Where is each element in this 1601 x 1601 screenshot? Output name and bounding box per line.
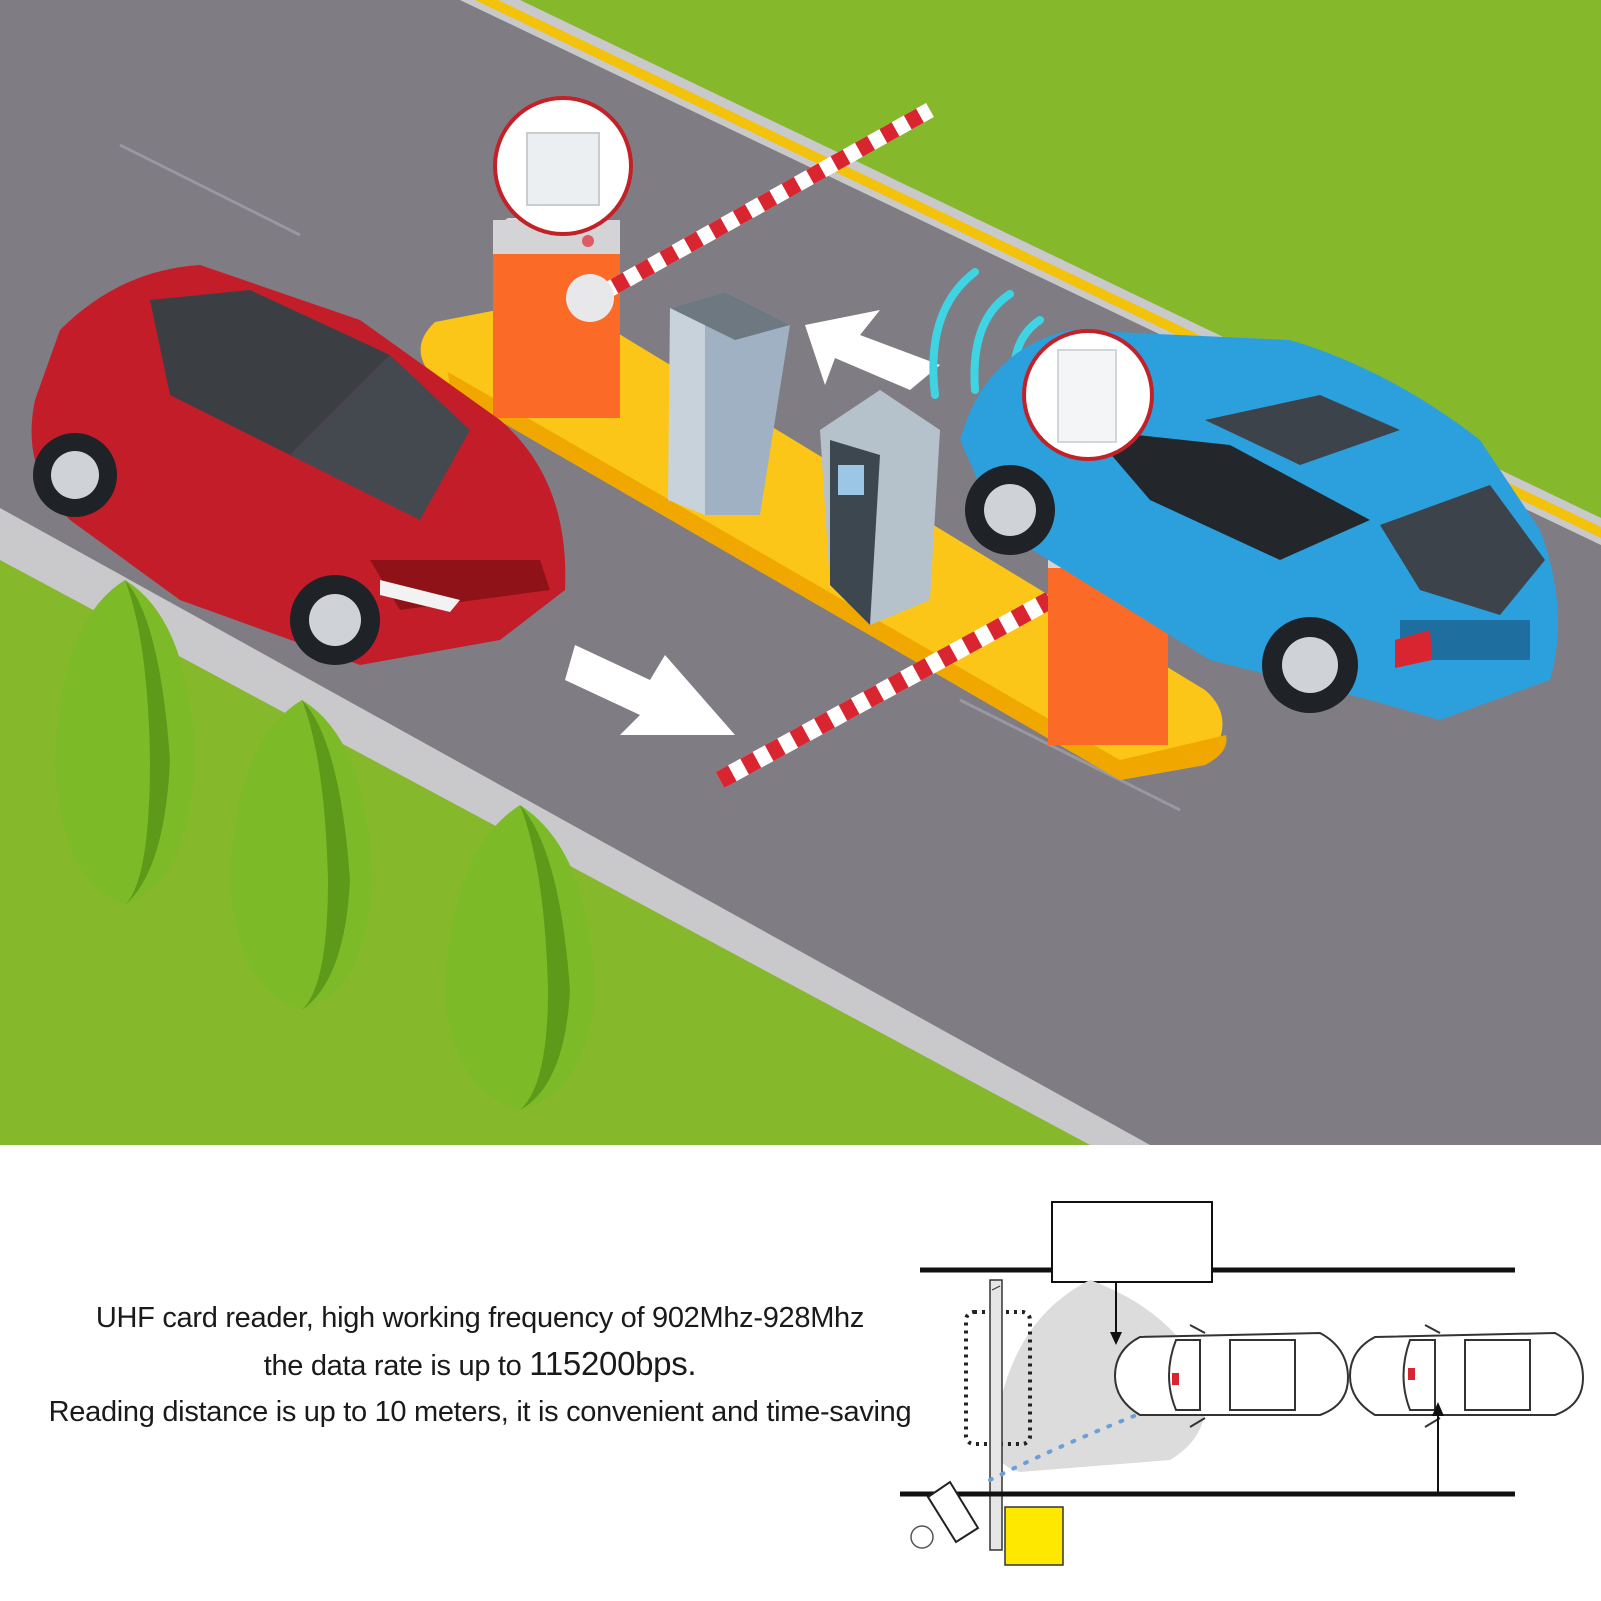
gate-platform [420, 298, 1223, 780]
barrier-arm [989, 1279, 1003, 1551]
tree-icon [55, 580, 195, 905]
yellow-control-box [1004, 1506, 1064, 1566]
reader-box [1051, 1201, 1213, 1283]
caption-data-rate-prefix: the data rate is up to [263, 1350, 530, 1382]
uhf-reader-icon [1022, 329, 1154, 461]
arrow-icon [805, 310, 940, 390]
tree-icon [445, 805, 595, 1110]
caption-data-rate: the data rate is up to 115200bps. [10, 1341, 950, 1389]
car-icon [1113, 1324, 1350, 1428]
lane-markings [119, 143, 1181, 812]
tree-icon [230, 700, 372, 1010]
caption-frequency: UHF card reader, high working frequency … [95, 1302, 865, 1334]
caption-reading-distance: Reading distance is up to 10 meters, it … [48, 1396, 912, 1428]
arrow-icon [565, 645, 735, 735]
down-arrow-icon [1110, 1332, 1122, 1345]
read-zone [994, 1280, 1206, 1472]
payment-machine [820, 390, 940, 625]
uhf-reader-icon [493, 96, 633, 236]
gate-machine [926, 1480, 980, 1544]
bottom-curb [0, 508, 1150, 1145]
car-icon [1348, 1324, 1585, 1428]
reader-layout-diagram [900, 1201, 1585, 1566]
caption-data-rate-value: 115200bps. [529, 1345, 697, 1382]
parking-gate-illustration [0, 0, 1601, 1145]
feature-caption: UHF card reader, high working frequency … [10, 1295, 950, 1435]
ticket-kiosk [668, 292, 790, 515]
red-car [31, 265, 566, 665]
up-arrow-icon [1432, 1402, 1444, 1416]
